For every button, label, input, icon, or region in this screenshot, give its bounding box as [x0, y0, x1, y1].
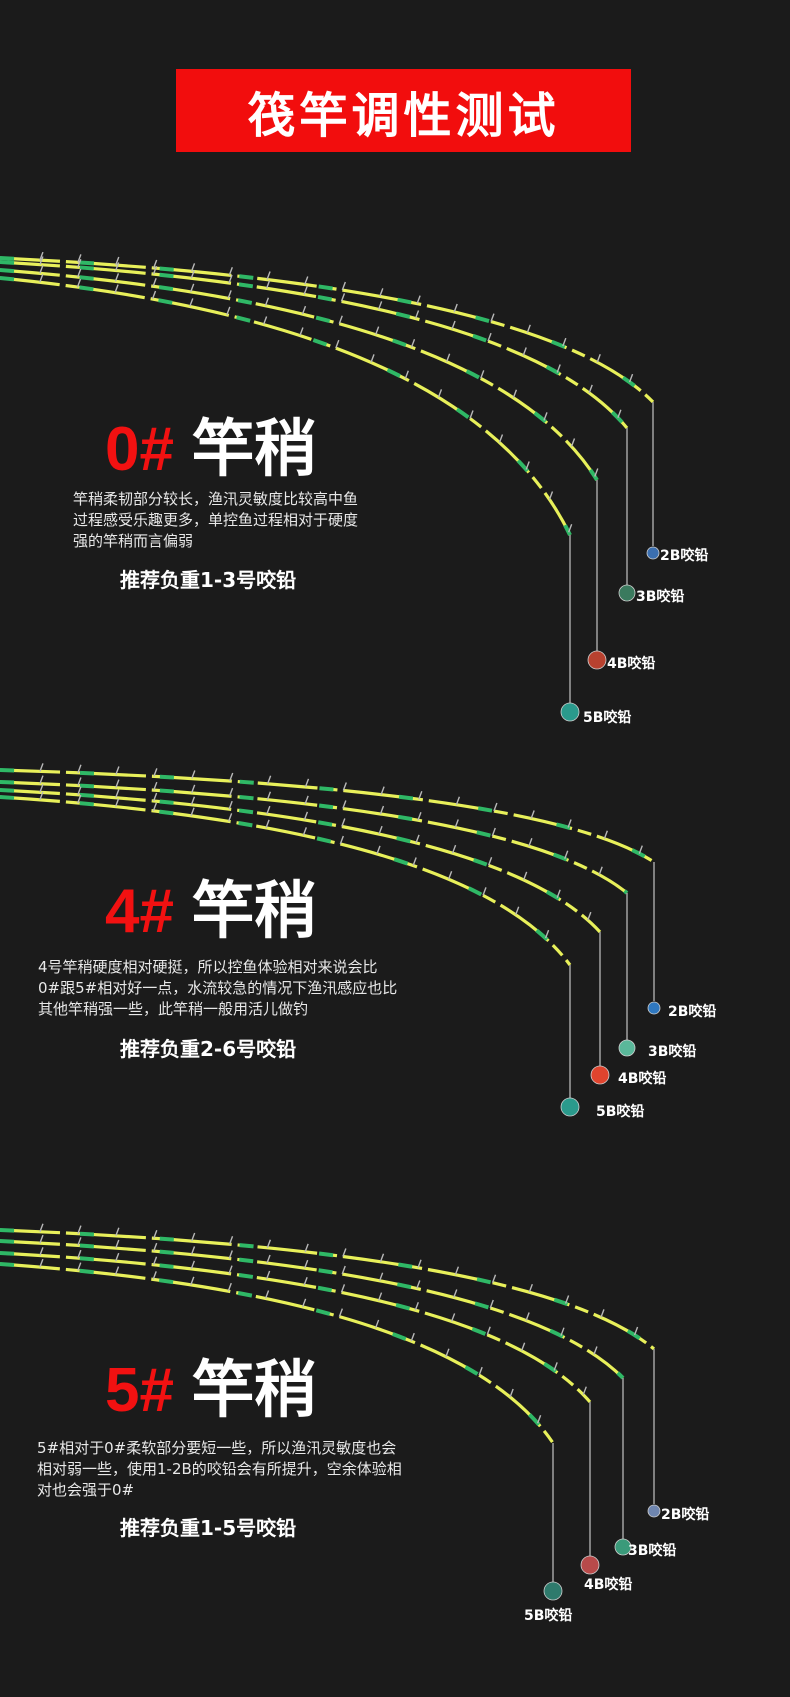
sinker-label-2b: 2B咬铅: [668, 1004, 717, 1020]
section-title-4: 4#竿稍: [105, 876, 316, 947]
sinker-ball-icon: [646, 546, 660, 560]
sinker-label-3b: 3B咬铅: [628, 1543, 677, 1559]
sinker-ball-icon: [614, 1538, 632, 1556]
desc-line: 5#相对于0#柔软部分要短一些，所以渔汛灵敏度也会: [37, 1439, 397, 1457]
desc-line: 对也会强于0#: [37, 1481, 135, 1499]
desc-line: 0#跟5#相对好一点，水流较急的情况下渔汛感应也比: [38, 979, 398, 997]
sinker-ball-icon: [580, 1555, 600, 1575]
recommend-weight-0: 推荐负重1-3号咬铅: [120, 568, 297, 592]
desc-line: 竿稍柔韧部分较长，渔汛灵敏度比较高中鱼: [73, 490, 359, 508]
sinker-label-5b: 5B咬铅: [583, 710, 632, 726]
sinker-label-4b: 4B咬铅: [584, 1577, 633, 1593]
sinker-label-4b: 4B咬铅: [618, 1071, 667, 1087]
rod-name: 竿稍: [191, 1353, 316, 1426]
sinker-label-2b: 2B咬铅: [661, 1507, 710, 1523]
desc-line: 4号竿稍硬度相对硬挺，所以控鱼体验相对来说会比: [38, 958, 378, 976]
desc-line: 强的竿稍而言偏弱: [73, 532, 194, 550]
section-desc-5: 5#相对于0#柔软部分要短一些，所以渔汛灵敏度也会 相对弱一些，使用1-2B的咬…: [37, 1438, 402, 1501]
page-title: 筏竿调性测试: [247, 87, 560, 144]
sinker-label-4b: 4B咬铅: [607, 656, 656, 672]
sinker-ball-icon: [590, 1065, 610, 1085]
recommend-weight-5: 推荐负重1-5号咬铅: [120, 1516, 297, 1540]
sinker-label-5b: 5B咬铅: [524, 1608, 573, 1624]
sinker-ball-icon: [647, 1504, 661, 1518]
sinker-label-3b: 3B咬铅: [648, 1044, 697, 1060]
rod-number: 0#: [105, 415, 174, 484]
desc-line: 过程感受乐趣更多，单控鱼过程相对于硬度: [73, 511, 359, 529]
sinker-ball-icon: [560, 1097, 580, 1117]
header-banner: 筏竿调性测试: [176, 69, 631, 152]
rod-name: 竿稍: [191, 412, 316, 485]
sinker-ball-icon: [618, 584, 636, 602]
section-title-0: 0#竿稍: [105, 414, 316, 485]
section-desc-4: 4号竿稍硬度相对硬挺，所以控鱼体验相对来说会比 0#跟5#相对好一点，水流较急的…: [38, 957, 398, 1020]
sinker-label-5b: 5B咬铅: [596, 1104, 645, 1120]
sinker-ball-icon: [543, 1581, 563, 1601]
rod-number: 4#: [105, 877, 174, 946]
sinker-label-3b: 3B咬铅: [636, 589, 685, 605]
sinker-ball-icon: [618, 1039, 636, 1057]
sinker-ball-icon: [587, 650, 607, 670]
section-desc-0: 竿稍柔韧部分较长，渔汛灵敏度比较高中鱼 过程感受乐趣更多，单控鱼过程相对于硬度 …: [73, 489, 403, 552]
rod-name: 竿稍: [191, 874, 316, 947]
desc-line: 相对弱一些，使用1-2B的咬铅会有所提升，空余体验相: [37, 1460, 402, 1478]
sinker-label-2b: 2B咬铅: [660, 548, 709, 564]
desc-line: 其他竿稍强一些，此竿稍一般用活儿做钓: [38, 1000, 309, 1018]
sinker-ball-icon: [647, 1001, 661, 1015]
sinker-ball-icon: [560, 702, 580, 722]
section-title-5: 5#竿稍: [105, 1355, 316, 1426]
recommend-weight-4: 推荐负重2-6号咬铅: [120, 1037, 297, 1061]
rod-number: 5#: [105, 1356, 174, 1425]
